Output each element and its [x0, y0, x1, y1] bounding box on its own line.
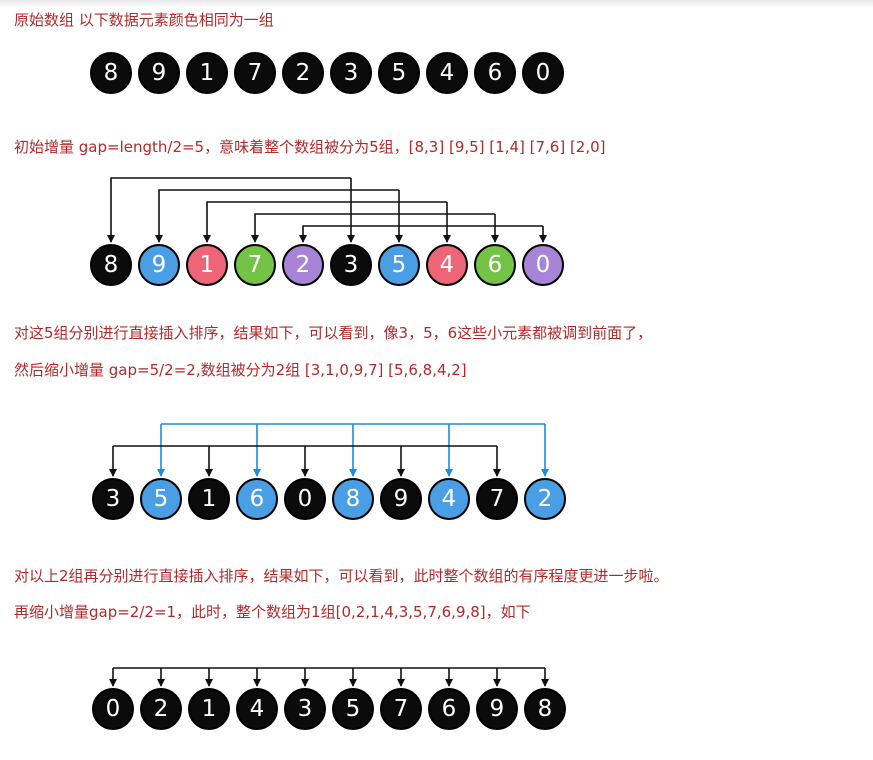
caption-gap2: 然后缩小增量 gap=5/2=2,数组被分为2组 [3,1,0,9,7] [5,… — [14, 361, 467, 379]
array-element: 6 — [428, 688, 470, 730]
array-element: 6 — [236, 478, 278, 520]
caption-sorted5: 对这5组分别进行直接插入排序，结果如下，可以看到，像3，5，6这些小元素都被调到… — [14, 324, 653, 342]
array-element: 0 — [92, 688, 134, 730]
array-element: 9 — [476, 688, 518, 730]
array-element: 1 — [186, 244, 228, 286]
array-element: 4 — [426, 244, 468, 286]
array-element: 5 — [140, 478, 182, 520]
array-element: 8 — [90, 52, 132, 94]
array-element: 1 — [188, 688, 230, 730]
array-element: 4 — [236, 688, 278, 730]
top-shadow — [0, 0, 873, 8]
array-element: 3 — [92, 478, 134, 520]
array-element: 8 — [332, 478, 374, 520]
caption-sorted2: 对以上2组再分别进行直接插入排序，结果如下，可以看到，此时整个数组的有序程度更进… — [14, 567, 669, 585]
array-element: 3 — [330, 52, 372, 94]
array-element: 8 — [524, 688, 566, 730]
array-element: 6 — [474, 244, 516, 286]
array-element: 5 — [378, 244, 420, 286]
array-element: 5 — [332, 688, 374, 730]
array-element: 1 — [188, 478, 230, 520]
array-element: 9 — [138, 244, 180, 286]
array-element: 2 — [282, 244, 324, 286]
arrows-gap1-group — [109, 667, 549, 687]
array-element: 7 — [234, 244, 276, 286]
array-element: 3 — [284, 688, 326, 730]
array-element: 1 — [186, 52, 228, 94]
array-element: 4 — [426, 52, 468, 94]
array-element: 0 — [284, 478, 326, 520]
array-element: 8 — [90, 244, 132, 286]
caption-original: 原始数组 以下数据元素颜色相同为一组 — [14, 11, 274, 29]
array-element: 5 — [378, 52, 420, 94]
array-element: 4 — [428, 478, 470, 520]
array-element: 6 — [474, 52, 516, 94]
array-element: 2 — [140, 688, 182, 730]
group-arrow — [203, 201, 447, 243]
caption-gap1: 再缩小增量gap=2/2=1，此时，整个数组为1组[0,2,1,4,3,5,7,… — [14, 603, 531, 621]
array-element: 9 — [380, 478, 422, 520]
array-element: 9 — [138, 52, 180, 94]
array-element: 2 — [282, 52, 324, 94]
array-element: 0 — [522, 52, 564, 94]
group-arrow — [155, 189, 399, 243]
array-element: 7 — [234, 52, 276, 94]
arrows-gap5-group — [107, 177, 547, 243]
group-arrow — [299, 225, 543, 243]
array-element: 2 — [524, 478, 566, 520]
group-arrow — [251, 213, 495, 243]
array-element: 3 — [330, 244, 372, 286]
array-element: 7 — [380, 688, 422, 730]
array-element: 7 — [476, 478, 518, 520]
arrows-gap2-group — [109, 423, 549, 477]
array-element: 0 — [522, 244, 564, 286]
caption-gap5: 初始增量 gap=length/2=5，意味着整个数组被分为5组，[8,3] [… — [14, 138, 606, 156]
group-arrow — [107, 177, 351, 243]
